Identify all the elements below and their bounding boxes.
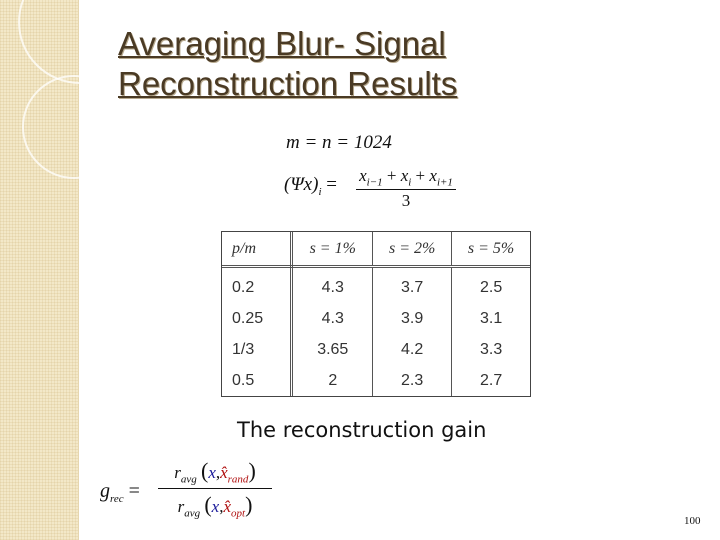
table-cell: 2.7 <box>479 371 503 389</box>
table-cell: 3.7 <box>372 266 453 305</box>
operator-lhs: (Ψx)i = <box>284 174 337 198</box>
table-cell: 1/3 <box>222 334 294 366</box>
table-cell: 3.9 <box>372 304 453 335</box>
table-cell: 0.2 <box>222 266 294 305</box>
table-row: 0.25 4.3 3.9 3.1 <box>222 304 530 335</box>
table-cell: 3.1 <box>479 310 503 328</box>
table-row: 0.2 4.3 3.7 2.5 <box>222 266 530 305</box>
gain-denominator: ravg (x,x̂opt) <box>177 492 253 520</box>
operator-fraction: xi−1 + xi + xi+1 3 <box>356 166 456 211</box>
table-cell: 2 <box>291 365 374 396</box>
table-header: s = 2% <box>372 232 453 268</box>
title-line-2: Reconstruction Results <box>118 65 458 102</box>
results-table: p/m s = 1% s = 2% s = 5% 0.2 4.3 3.7 2.5… <box>221 231 531 397</box>
operator-numerator: xi−1 + xi + xi+1 <box>356 166 456 191</box>
table-header: p/m <box>222 232 294 268</box>
operator-denominator: 3 <box>401 191 411 211</box>
table-cell: 0.25 <box>222 304 294 335</box>
table-cell: 3.3 <box>479 341 503 358</box>
gain-caption: The reconstruction gain <box>237 418 487 442</box>
table-row: 0.5 2 2.3 2.7 <box>222 365 530 396</box>
table-cell: 2.5 <box>479 278 503 296</box>
gain-fraction: ravg (x,x̂rand) ravg (x,x̂opt) <box>158 458 272 520</box>
decorative-circle <box>22 75 126 179</box>
gain-formula: grec = ravg (x,x̂rand) ravg (x,x̂opt) <box>100 458 280 528</box>
table-header-row: p/m s = 1% s = 2% s = 5% <box>222 232 530 268</box>
size-equation: m = n = 1024 <box>286 132 392 153</box>
table-cell: 0.5 <box>222 365 294 396</box>
table-cell: 2.3 <box>372 365 453 396</box>
table-header: s = 5% <box>451 232 530 268</box>
slide-title: Averaging Blur- Signal Reconstruction Re… <box>118 24 598 104</box>
decorative-side-panel <box>0 0 142 540</box>
page-number: 100 <box>684 515 701 527</box>
gain-lhs: grec = <box>100 480 140 505</box>
table-cell: 4.3 <box>291 266 374 305</box>
table-row: 1/3 3.65 4.2 3.3 <box>222 334 530 366</box>
table-cell: 3.65 <box>291 334 374 366</box>
table-header: s = 1% <box>291 232 374 268</box>
title-line-1: Averaging Blur- Signal <box>118 25 446 62</box>
table-cell: 4.3 <box>291 304 374 335</box>
gain-numerator: ravg (x,x̂rand) <box>158 458 272 490</box>
table-cell: 4.2 <box>372 334 453 366</box>
